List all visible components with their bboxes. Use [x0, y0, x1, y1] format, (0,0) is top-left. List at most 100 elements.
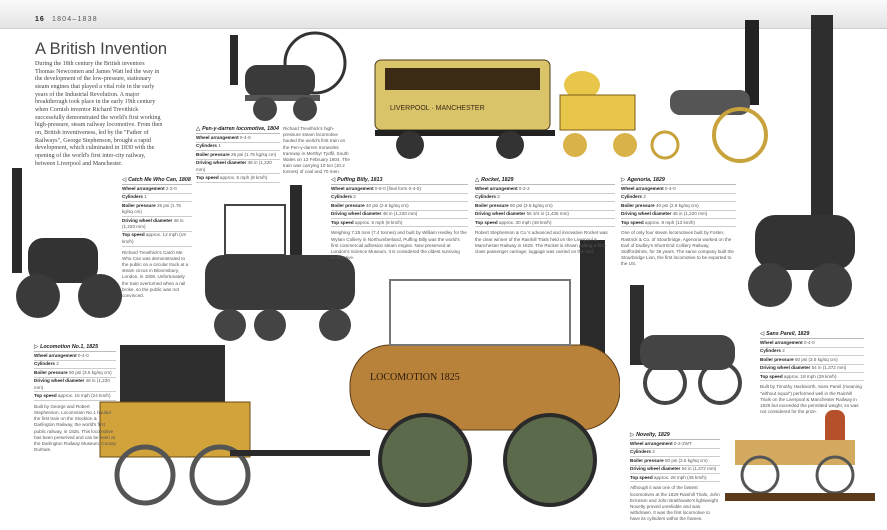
spec-label: Wheel arrangement	[621, 185, 664, 191]
spec-value: 50 psi (3.5 kg/sq cm)	[509, 202, 553, 208]
spec-label: Top speed	[122, 232, 145, 238]
spec-row-boiler: Boiler pressure 25 psi (1.75 kg/sq cm)	[196, 151, 280, 160]
spec-heading: △Pen-y-darren locomotive, 1804	[196, 126, 280, 135]
spec-description: Weighing 7.25 tons (7.4 tonnes) and buil…	[331, 230, 467, 261]
spec-row-cyl: Cylinders 2	[630, 449, 720, 458]
spec-value: 50 psi (3.5 kg/sq cm)	[664, 457, 708, 463]
spec-value: 48 in (1,220 mm)	[382, 211, 418, 217]
spec-heading: ▷Novelty, 1829	[630, 432, 720, 441]
spec-value: 1	[218, 143, 221, 149]
spec-value: 48 in (1,220 mm)	[196, 160, 272, 172]
spec-row-boiler: Boiler pressure 40 psi (2.8 kg/sq cm)	[331, 202, 468, 211]
spec-label: Boiler pressure	[34, 369, 68, 375]
spec-label: Wheel arrangement	[331, 185, 374, 191]
spec-label: Wheel arrangement	[760, 339, 803, 345]
spec-row-speed: Top speed approx. 18 mph (29 km/h)	[760, 373, 864, 382]
locomotive-name: Puffing Billy, 1813	[337, 177, 383, 183]
spec-label: Wheel arrangement	[475, 185, 518, 191]
spec-row-speed: Top speed approx. 30 mph (48 km/h)	[475, 219, 615, 228]
spec-value: 40 psi (2.8 kg/sq cm)	[365, 202, 409, 208]
spec-heading: △Rocket, 1829	[475, 177, 615, 186]
pointer-icon: △	[196, 126, 201, 132]
locomotion-no1-image: LOCOMOTION 1825	[99, 240, 620, 507]
spec-value: approx. 5 mph (8 km/h)	[219, 174, 268, 180]
spec-row-speed: Top speed approx. 15 mph (24 km/h)	[34, 392, 116, 401]
spec-row-boiler: Boiler pressure 50 psi (3.5 kg/sq cm)	[760, 356, 864, 365]
spec-row-driving: Driving wheel diameter 48 in (1,220 mm)	[34, 378, 116, 393]
rocket-with-carriage-image: LIVERPOOL · MANCHESTER	[374, 20, 768, 163]
pointer-icon: ◁	[122, 177, 127, 183]
spec-label: Boiler pressure	[475, 202, 509, 208]
spec-label: Driving wheel diameter	[475, 211, 526, 217]
spec-label: Top speed	[196, 174, 219, 180]
spec-value: 2-2-0	[165, 185, 177, 191]
spec-heading: ◁Puffing Billy, 1813	[331, 177, 468, 186]
locomotive-name: Pen-y-darren locomotive, 1804	[202, 126, 279, 132]
spec-description: Although it was one of the fastest locom…	[630, 485, 720, 522]
spec-label: Top speed	[331, 219, 354, 225]
intro-paragraph: During the 18th century the British inve…	[35, 61, 163, 167]
spec-row-cyl: Cylinders 2	[621, 194, 736, 203]
spec-label: Cylinders	[475, 194, 496, 200]
spec-value: 2	[497, 194, 500, 200]
spec-label: Boiler pressure	[196, 151, 230, 157]
locomotive-name: Locomotion No.1, 1825	[40, 344, 99, 350]
puffing-billy-image	[205, 185, 355, 341]
spec-label: Driving wheel diameter	[760, 365, 811, 371]
spec-row-boiler: Boiler pressure 25 psi (1.75 kg/sq cm)	[122, 202, 192, 218]
locomotive-name: Rocket, 1829	[481, 177, 514, 183]
running-header: 16 1804–1838	[0, 0, 887, 29]
pointer-icon: △	[475, 177, 480, 183]
spec-label: Driving wheel diameter	[331, 211, 382, 217]
pointer-icon: ◁	[760, 331, 765, 337]
spec-row-boiler: Boiler pressure 50 psi (3.5 kg/sq cm)	[475, 202, 615, 211]
spec-label: Wheel arrangement	[34, 352, 77, 358]
spec-label: Driving wheel diameter	[196, 160, 247, 166]
locomotion-nameplate: LOCOMOTION 1825	[370, 372, 460, 383]
spec-row-cyl: Cylinders 2	[331, 194, 468, 203]
spec-value: approx. 28 mph (45 km/h)	[653, 474, 707, 480]
spec-label: Top speed	[760, 373, 783, 379]
spec-row-boiler: Boiler pressure 50 psi (3.5 kg/sq cm)	[630, 457, 720, 466]
spec-label: Boiler pressure	[122, 202, 156, 208]
spec-row-wheel: Wheel arrangement 0-2-2WT	[630, 440, 720, 449]
spec-row-driving: Driving wheel diameter 48 in (1,220 mm)	[621, 211, 736, 220]
spec-label: Cylinders	[196, 143, 217, 149]
spec-label: Cylinders	[621, 194, 642, 200]
pointer-icon: ▷	[34, 344, 39, 350]
spec-description: Built by Timothy Hackworth, Sans Pareil …	[760, 384, 862, 415]
spec-label: Top speed	[34, 392, 57, 398]
spec-row-cyl: Cylinders 2	[34, 361, 116, 370]
pointer-icon: ▷	[621, 177, 626, 183]
spec-row-cyl: Cylinders 2	[760, 348, 864, 357]
spec-row-driving: Driving wheel diameter 54 in (1,372 mm)	[760, 365, 864, 374]
spec-value: approx. 8 mph (13 km/h)	[644, 219, 695, 225]
spec-heading: ▷Locomotion No.1, 1825	[34, 344, 116, 353]
spec-value: 2	[56, 361, 59, 367]
spec-label: Driving wheel diameter	[34, 378, 85, 384]
spec-value: 0-4-0	[803, 339, 815, 345]
spec-value: 40 psi (2.8 kg/sq cm)	[655, 202, 699, 208]
spec-value: 0-8-0 (final form 0-4-0)	[374, 185, 421, 191]
spec-label: Cylinders	[331, 194, 352, 200]
spec-value: approx. 15 mph (24 km/h)	[57, 392, 111, 398]
spec-row-wheel: Wheel arrangement 2-2-0	[122, 185, 192, 194]
spec-heading: ▷Agenoria, 1829	[621, 177, 736, 186]
spec-row-wheel: Wheel arrangement 0-4-0	[34, 352, 116, 361]
spec-label: Driving wheel diameter	[621, 211, 672, 217]
spec-value: 25 psi (1.75 kg/sq cm)	[122, 202, 181, 215]
spec-value: 48 in (1,220 mm)	[122, 217, 184, 229]
locomotive-name: Catch Me Who Can, 1808	[128, 177, 191, 183]
spec-value: approx. 12 mph (19 km/h)	[122, 232, 186, 244]
spec-label: Boiler pressure	[331, 202, 365, 208]
spec-label: Cylinders	[34, 361, 55, 367]
spec-label: Cylinders	[630, 449, 651, 455]
spec-value: 25 psi (1.75 kg/sq cm)	[230, 151, 277, 157]
sans-pareil-image	[630, 285, 742, 405]
chapter-dates: 1804–1838	[52, 16, 98, 23]
spec-value: 2	[353, 194, 356, 200]
